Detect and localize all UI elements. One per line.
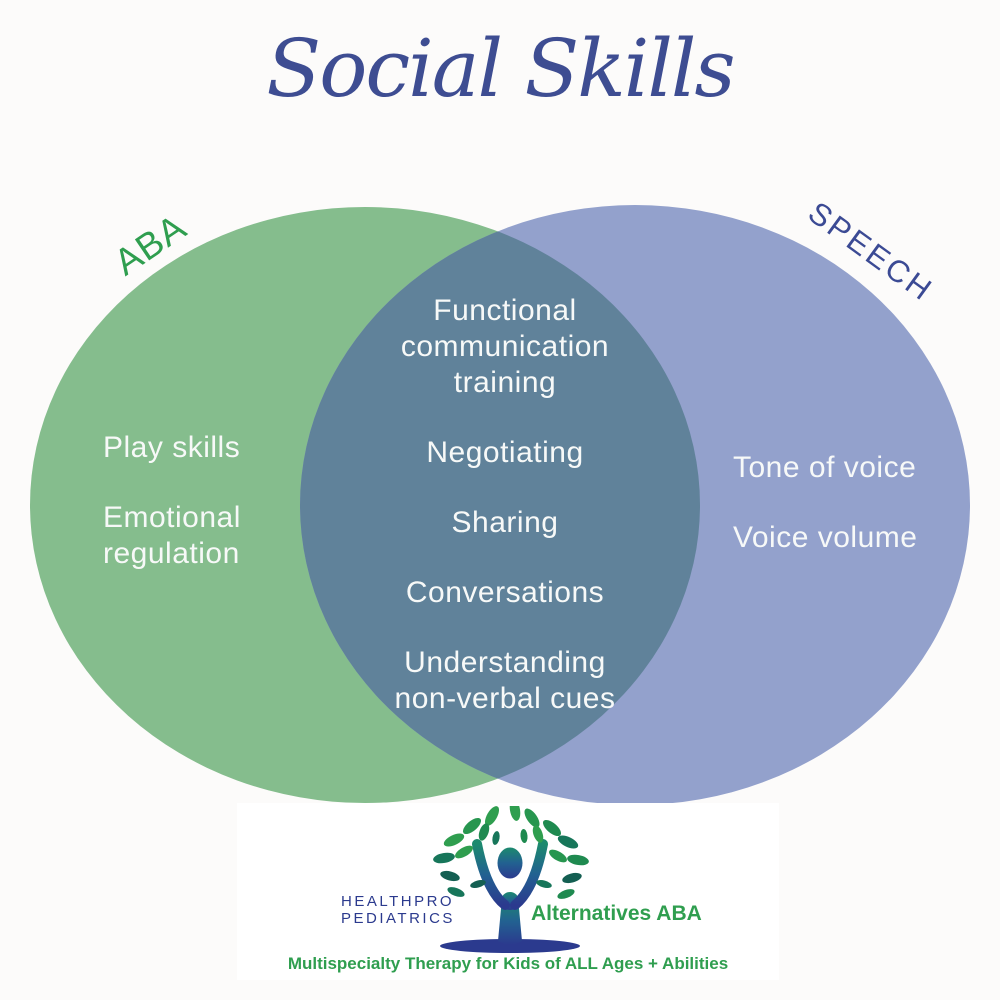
brand-line2: PEDIATRICS [341, 910, 455, 927]
venn-right-items: Tone of voice Voice volume [733, 450, 953, 590]
venn-right-item: Tone of voice [733, 451, 917, 484]
venn-overlap-region [300, 207, 700, 803]
venn-left-item: Play skills [103, 431, 241, 464]
brand-wordmark: HEALTHPRO PEDIATRICS [341, 893, 455, 927]
venn-left-item: Emotional regulation [103, 501, 241, 570]
tree-person-logo-icon [433, 806, 589, 953]
brand-line1: HEALTHPRO [341, 893, 455, 910]
footer-logo-plate: HEALTHPRO PEDIATRICS Alternatives ABA Mu… [237, 803, 779, 980]
venn-overlap-item: Functional communication training [400, 294, 610, 399]
venn-overlap-item: Understanding non-verbal cues [394, 646, 616, 715]
venn-right-item: Voice volume [733, 521, 918, 554]
venn-overlap-item: Sharing [451, 506, 559, 539]
venn-overlap-items: Functional communication training Negoti… [375, 293, 635, 751]
program-name: Alternatives ABA [531, 902, 702, 925]
leaf-cluster [433, 806, 589, 899]
venn-overlap-item: Negotiating [426, 436, 584, 469]
footer-tagline: Multispecialty Therapy for Kids of ALL A… [287, 954, 729, 973]
venn-left-items: Play skills Emotional regulation [103, 430, 278, 606]
venn-overlap-item: Conversations [405, 576, 605, 609]
page-title: Social Skills [266, 22, 735, 115]
